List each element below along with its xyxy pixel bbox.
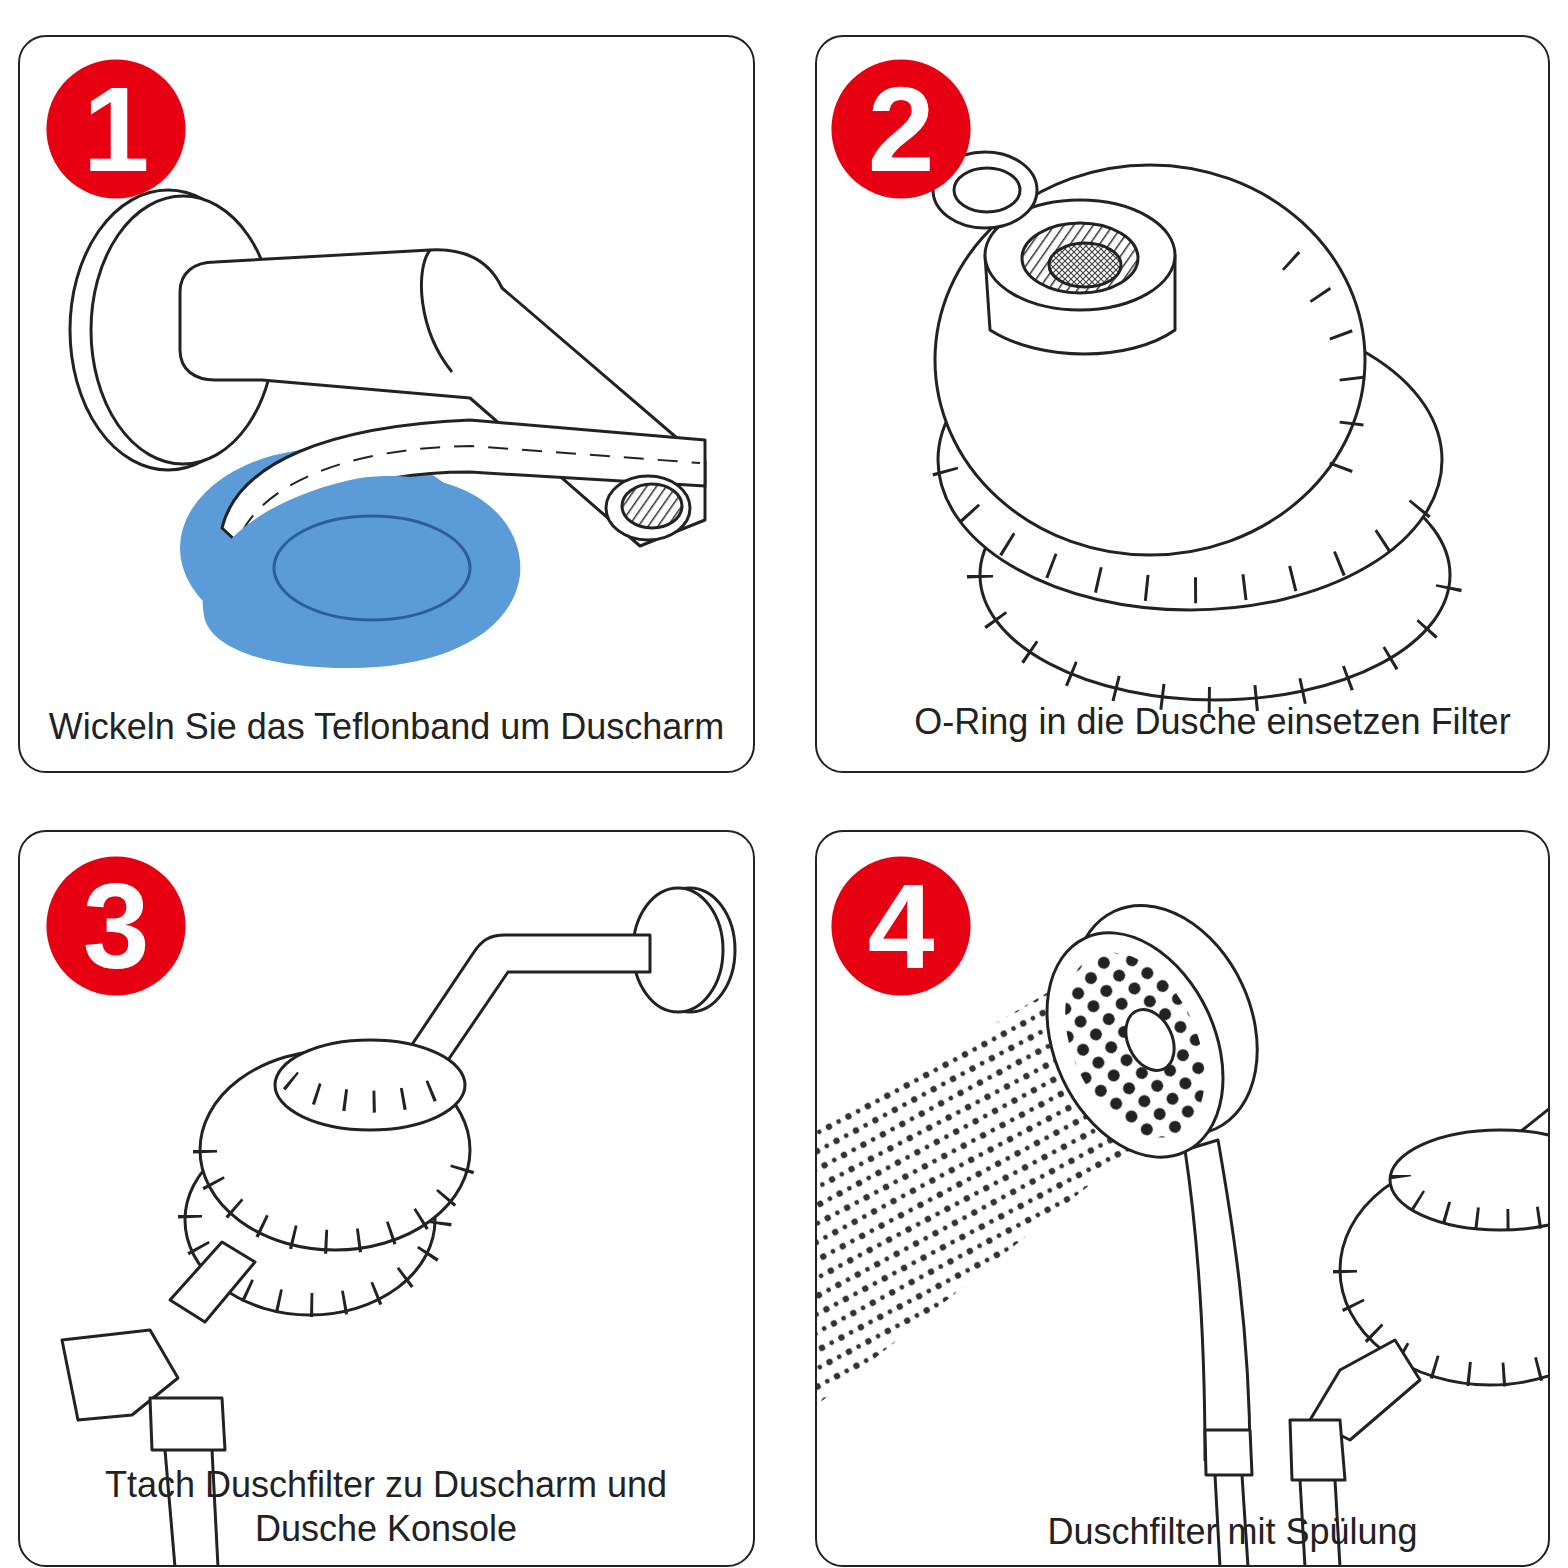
step-caption: O-Ring in die Dusche einsetzen Filter: [877, 700, 1548, 744]
filter-top: [1390, 1130, 1548, 1230]
step-caption: Duschfilter mit Spülung: [937, 1510, 1528, 1554]
step-panel: Ttach Duschfilter zu Duscharm und Dusche…: [18, 830, 755, 1567]
step-number: 1: [45, 58, 187, 200]
thread-end: [606, 476, 690, 540]
step-panel: Wickeln Sie das Teflonband um Duscharm 1: [18, 35, 755, 773]
filter-ticks-top: [290, 1080, 450, 1102]
step-badge: 3: [45, 855, 187, 997]
step-panel: Duschfilter mit Spülung 4: [815, 830, 1550, 1567]
step-number: 4: [830, 855, 972, 997]
step-badge: 1: [45, 58, 187, 200]
hose-nut: [150, 1398, 225, 1450]
handle-nut: [1205, 1430, 1252, 1475]
filter-ticks-top: [1290, 260, 1353, 470]
filter-thread: [1022, 223, 1138, 293]
hose-nut: [1290, 1420, 1345, 1480]
filter-mesh: [1049, 243, 1121, 287]
nozzle-center: [1117, 1002, 1184, 1079]
shower-arm-tape: [70, 190, 705, 668]
thread: [622, 484, 682, 528]
step-badge: 4: [830, 855, 972, 997]
filter-ticks-top: [1400, 1175, 1548, 1220]
shower-arm: [405, 935, 650, 1072]
shower-head-face: [1013, 904, 1258, 1186]
filter-ticks-middle: [205, 1150, 465, 1242]
filter-oring: [933, 152, 1450, 700]
shower-handle: [1185, 1140, 1250, 1460]
step-number: 2: [830, 58, 972, 200]
water-spray: [817, 985, 1195, 1405]
shower-nozzles: [1037, 930, 1232, 1160]
tape-roll-hole: [274, 516, 470, 620]
filter-outlet: [170, 1242, 255, 1322]
step-caption: Ttach Duschfilter zu Duscharm und Dusche…: [66, 1463, 706, 1551]
o-ring-hole: [954, 168, 1020, 212]
tape-roll-front: [203, 476, 521, 668]
arm-elbow-line: [421, 250, 452, 372]
step-caption: Wickeln Sie das Teflonband um Duscharm: [20, 705, 753, 749]
filter-mounted: [62, 888, 735, 1565]
step-panel: O-Ring in die Dusche einsetzen Filter 2: [815, 35, 1550, 773]
filter-top: [275, 1040, 465, 1130]
step-number: 3: [45, 855, 187, 997]
shower-head-shell: [1037, 875, 1293, 1164]
step-badge: 2: [830, 58, 972, 200]
